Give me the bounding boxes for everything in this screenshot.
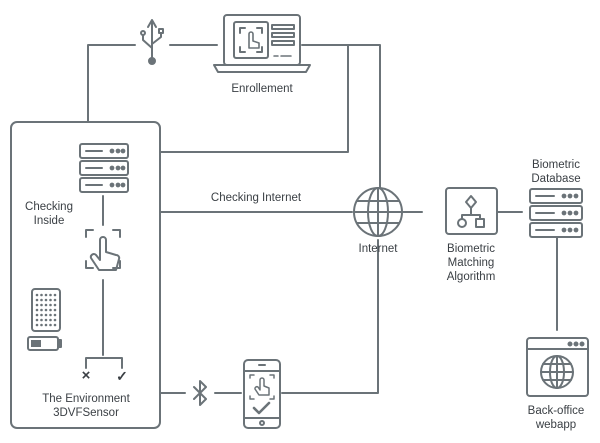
keypad-dot	[53, 308, 57, 312]
environment-label: The Environment 3DVFSensor	[22, 392, 150, 420]
backoffice-line-2: webapp	[535, 419, 577, 431]
keypad-dot	[49, 298, 52, 302]
keypad-dot	[40, 318, 43, 322]
checking-inside-line-2: Inside	[33, 215, 65, 227]
backoffice-label: Back-office webapp	[512, 404, 600, 432]
keypad-dot	[35, 293, 39, 297]
browser-globe-icon	[526, 337, 589, 397]
keypad-dot	[49, 303, 52, 307]
keypad-dot	[35, 318, 39, 322]
keypad-dot	[35, 313, 39, 317]
check-mark: ✓	[116, 368, 128, 384]
keypad-dot	[53, 303, 57, 307]
keypad-dot	[35, 323, 39, 327]
environment-line-1: The Environment	[42, 393, 130, 405]
matching-line-3: Algorithm	[446, 271, 496, 283]
keypad-dot	[40, 303, 43, 307]
keypad-dot	[49, 323, 52, 327]
keypad-dot	[49, 308, 52, 312]
environment-line-2: 3DVFSensor	[53, 407, 119, 419]
keypad-dot	[44, 318, 48, 322]
keypad-dot	[49, 293, 52, 297]
keypad-dot	[40, 298, 43, 302]
smartphone-icon	[243, 359, 281, 429]
keypad-dot	[44, 313, 48, 317]
fingerprint-scan-icon	[85, 229, 121, 271]
keypad-dot	[35, 303, 39, 307]
database-label: Biometric Database	[516, 158, 596, 186]
keypad-dot	[53, 323, 57, 327]
keypad-dot	[44, 298, 48, 302]
laptop-icon	[213, 14, 311, 73]
keypad-dot	[53, 318, 57, 322]
checking-internet-label: Checking Internet	[210, 192, 302, 204]
bluetooth-icon	[193, 380, 207, 406]
keypad-dot	[40, 293, 43, 297]
keypad-dot	[49, 318, 52, 322]
matching-line-1: Biometric	[447, 243, 495, 255]
checking-inside-line-1: Checking	[25, 201, 73, 213]
matching-line-2: Matching	[447, 257, 495, 269]
connectors	[85, 44, 558, 394]
keypad-dot	[44, 323, 48, 327]
keypad-dot	[49, 313, 52, 317]
keypad-dot	[44, 308, 48, 312]
keypad-dot	[40, 313, 43, 317]
backoffice-line-1: Back-office	[527, 405, 585, 417]
server-icon	[79, 143, 129, 193]
cross-mark: ×	[81, 367, 91, 384]
keypad-icon	[31, 288, 61, 332]
keypad-dot	[44, 303, 48, 307]
matching-algorithm-label: Biometric Matching Algorithm	[426, 242, 516, 284]
battery-icon	[27, 336, 62, 351]
keypad-dot	[53, 313, 57, 317]
keypad-dot	[44, 293, 48, 297]
keypad-dot	[53, 293, 57, 297]
keypad-dot	[35, 298, 39, 302]
enrollment-label: Enrollement	[231, 83, 293, 95]
checking-inside-label: Checking Inside	[14, 200, 84, 228]
database-line-2: Database	[531, 173, 581, 185]
database-icon	[529, 188, 583, 238]
keypad-dot	[53, 298, 57, 302]
flowchart-icon	[445, 187, 498, 235]
internet-label: Internet	[358, 243, 398, 255]
database-line-1: Biometric	[532, 159, 580, 171]
keypad-dot	[40, 323, 43, 327]
keypad-dot	[35, 308, 39, 312]
environment-container	[10, 121, 161, 429]
keypad-dot	[40, 308, 43, 312]
usb-icon	[140, 19, 164, 65]
globe-icon	[353, 187, 403, 237]
